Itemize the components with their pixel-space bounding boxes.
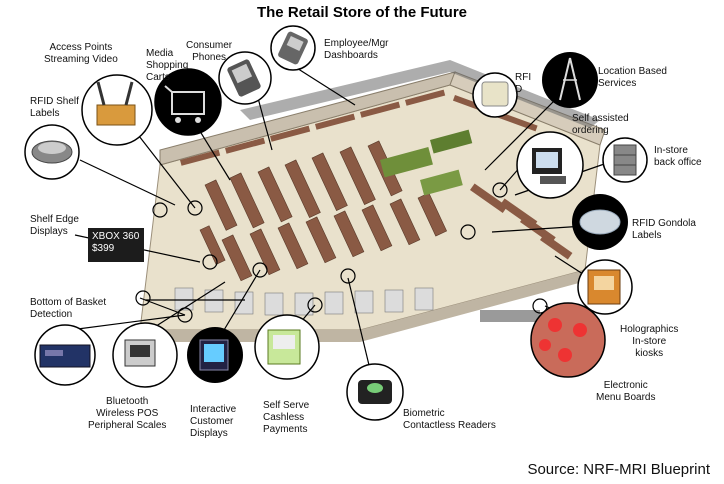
- source-note: Source: NRF-MRI Blueprint: [527, 461, 710, 478]
- label-rfid: RFI D: [515, 72, 532, 95]
- label-bottom-basket: Bottom of Basket Detection: [30, 297, 107, 320]
- bubble-basket-detection: [34, 324, 96, 386]
- bubble-tower: [542, 52, 598, 108]
- label-biometric: Biometric Contactless Readers: [403, 408, 496, 431]
- label-holographics: Holographics In-store kiosks: [620, 324, 679, 359]
- label-back-office: In-store back office: [654, 145, 702, 168]
- bubble-rfid-reader: [472, 72, 518, 118]
- bubble-biometric: [346, 363, 404, 421]
- diagram-title: The Retail Store of the Future: [256, 4, 467, 21]
- bubble-back-office: [602, 137, 648, 183]
- label-menu-boards: Electronic Menu Boards: [596, 380, 656, 403]
- label-employee-dashboards: Employee/Mgr Dashboards: [324, 38, 389, 61]
- price-tag-amount: $399: [92, 243, 115, 254]
- bubble-self-ordering: [516, 131, 584, 199]
- entrance-mat: [480, 310, 540, 322]
- label-rfid-shelf: RFID Shelf Labels: [30, 96, 79, 119]
- label-rfid-gondola: RFID Gondola Labels: [632, 218, 696, 241]
- label-self-serve: Self Serve Cashless Payments: [263, 400, 310, 435]
- label-interactive-displays: Interactive Customer Displays: [190, 404, 237, 439]
- label-media-carts: Media Shopping Carts: [146, 48, 189, 83]
- label-location-services: Location Based Services: [598, 66, 667, 89]
- label-self-ordering: Self assisted ordering: [572, 113, 629, 136]
- wall-shelves: [180, 89, 538, 166]
- label-shelf-edge: Shelf Edge Displays: [30, 214, 79, 237]
- gondola-aisles: [199, 140, 448, 282]
- bubble-consumer-phone: [218, 51, 272, 105]
- bubble-holographic-kiosk: [577, 259, 633, 315]
- store-roof: [240, 60, 600, 128]
- bubble-rfid-shelf: [24, 124, 80, 180]
- bubble-bluetooth-pos: [112, 322, 178, 388]
- bubble-interactive-display: [187, 327, 243, 383]
- bubble-dashboard: [270, 25, 316, 71]
- callout-targets: [135, 182, 548, 323]
- label-bluetooth-pos: Bluetooth Wireless POS Peripheral Scales: [88, 396, 167, 431]
- bubble-self-serve: [254, 314, 320, 380]
- bubble-access-points: [81, 74, 153, 146]
- price-tag-product: XBOX 360: [92, 231, 140, 242]
- produce-area: [380, 129, 473, 196]
- bubble-menu-boards: [530, 302, 606, 378]
- label-consumer-phones: Consumer Phones: [186, 40, 233, 63]
- front-wall: [140, 270, 590, 342]
- price-tag: XBOX 360 $399: [88, 228, 144, 262]
- bubble-rfid-gondola: [572, 194, 628, 250]
- checkout-lanes: [174, 287, 434, 316]
- bubble-shopping-cart: [154, 68, 222, 136]
- label-access-points: Access Points Streaming Video: [44, 42, 118, 65]
